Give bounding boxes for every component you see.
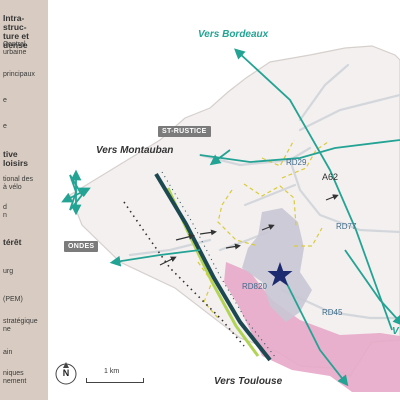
legend-item: ain	[3, 349, 13, 356]
place-ondes: ONDES	[64, 241, 99, 252]
road-label-rd77: RD77	[336, 222, 357, 231]
scale-label: 1 km	[104, 368, 120, 375]
scale-bar: 1 km	[86, 368, 146, 384]
label-vers-bordeaux: Vers Bordeaux	[198, 29, 269, 40]
central-zone	[242, 208, 312, 322]
direction-arrows	[61, 48, 400, 387]
territory-area	[69, 45, 400, 377]
north-arrow-icon: N	[54, 360, 78, 388]
legend-item: Central urbaine	[3, 41, 27, 56]
access-arrows	[159, 194, 339, 266]
legend-item: (PEM)	[3, 296, 23, 303]
leisure-paths	[197, 139, 329, 319]
place-st-rustice: ST-RUSTICE	[158, 126, 211, 137]
road-label-rd29: RD29	[286, 158, 307, 167]
legend-item: Intra-struc- ture et dense	[3, 13, 29, 50]
label-vers-partial: V	[392, 326, 399, 337]
legend-item: stratégique ne	[3, 318, 38, 333]
label-vers-toulouse: Vers Toulouse	[214, 376, 283, 387]
legend-item: térêt	[3, 237, 22, 247]
legend-item: tive loisirs	[3, 149, 29, 168]
legend-item: niques nement	[3, 370, 27, 385]
dense-urban-zone	[224, 262, 400, 392]
star-icon	[267, 262, 293, 286]
legend-item: urg	[3, 268, 14, 275]
compass-icon	[55, 362, 77, 385]
label-vers-montauban: Vers Montauban	[96, 145, 174, 156]
legend-item: d n	[3, 204, 7, 219]
road-label-a62: A62	[322, 172, 339, 182]
north-label: N	[62, 368, 70, 378]
legend-item: principaux	[3, 71, 35, 78]
legend-panel: Intra-struc- ture et dense Central urbai…	[0, 0, 48, 400]
scale-line	[86, 378, 144, 383]
legend-item: tional des à vélo	[3, 176, 33, 191]
dotted-road	[123, 201, 245, 347]
road-label-rd820: RD820	[242, 282, 267, 291]
legend-item: e	[3, 123, 7, 130]
legend-item: e	[3, 97, 7, 104]
road-label-rd45: RD45	[322, 308, 343, 317]
rail-line	[154, 171, 277, 362]
